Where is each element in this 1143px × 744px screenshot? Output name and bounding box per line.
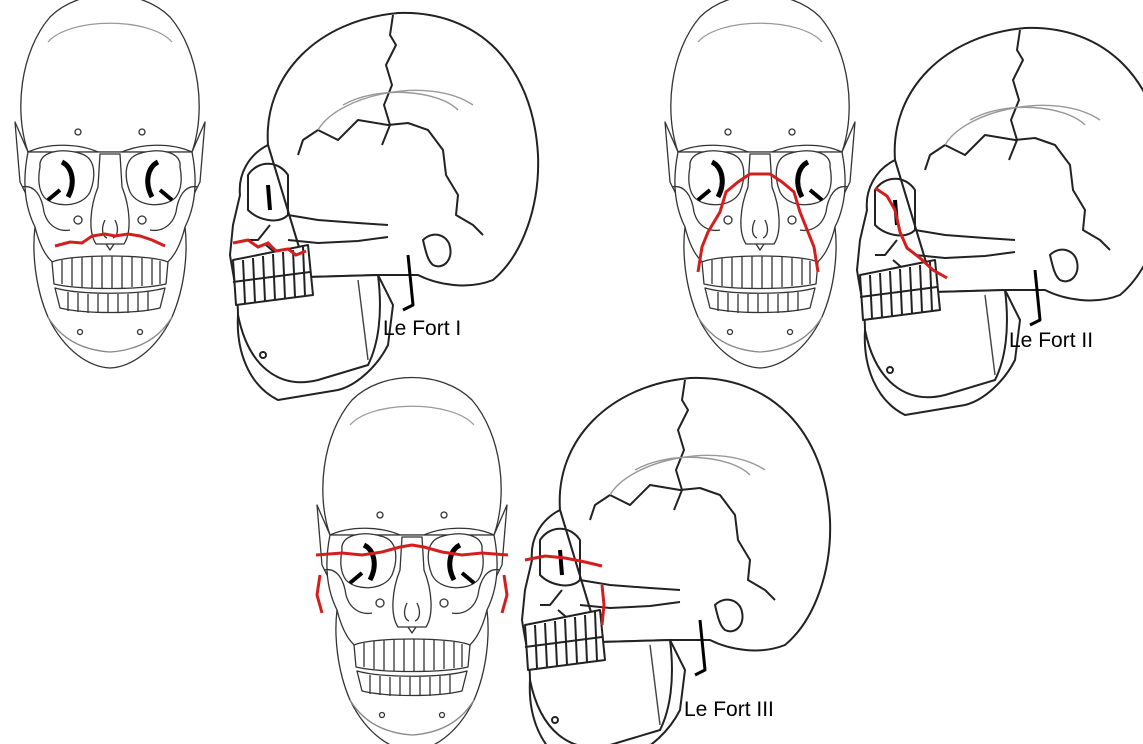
label-le-fort-1: Le Fort I xyxy=(383,317,461,341)
le-fort-1-frontal-skull xyxy=(15,0,205,368)
le-fort-2-frontal-skull xyxy=(665,0,855,368)
le-fort-1-lateral-skull xyxy=(230,13,538,400)
le-fort-3-frontal-skull xyxy=(316,378,508,744)
le-fort-3-fracture-line-right-arch xyxy=(502,575,507,613)
label-le-fort-2: Le Fort II xyxy=(1009,329,1093,353)
le-fort-3-fracture-line-left-arch xyxy=(317,575,322,613)
le-fort-2-lateral-skull xyxy=(857,28,1143,415)
label-le-fort-3: Le Fort III xyxy=(684,698,774,722)
le-fort-3-lateral-skull xyxy=(522,378,830,744)
